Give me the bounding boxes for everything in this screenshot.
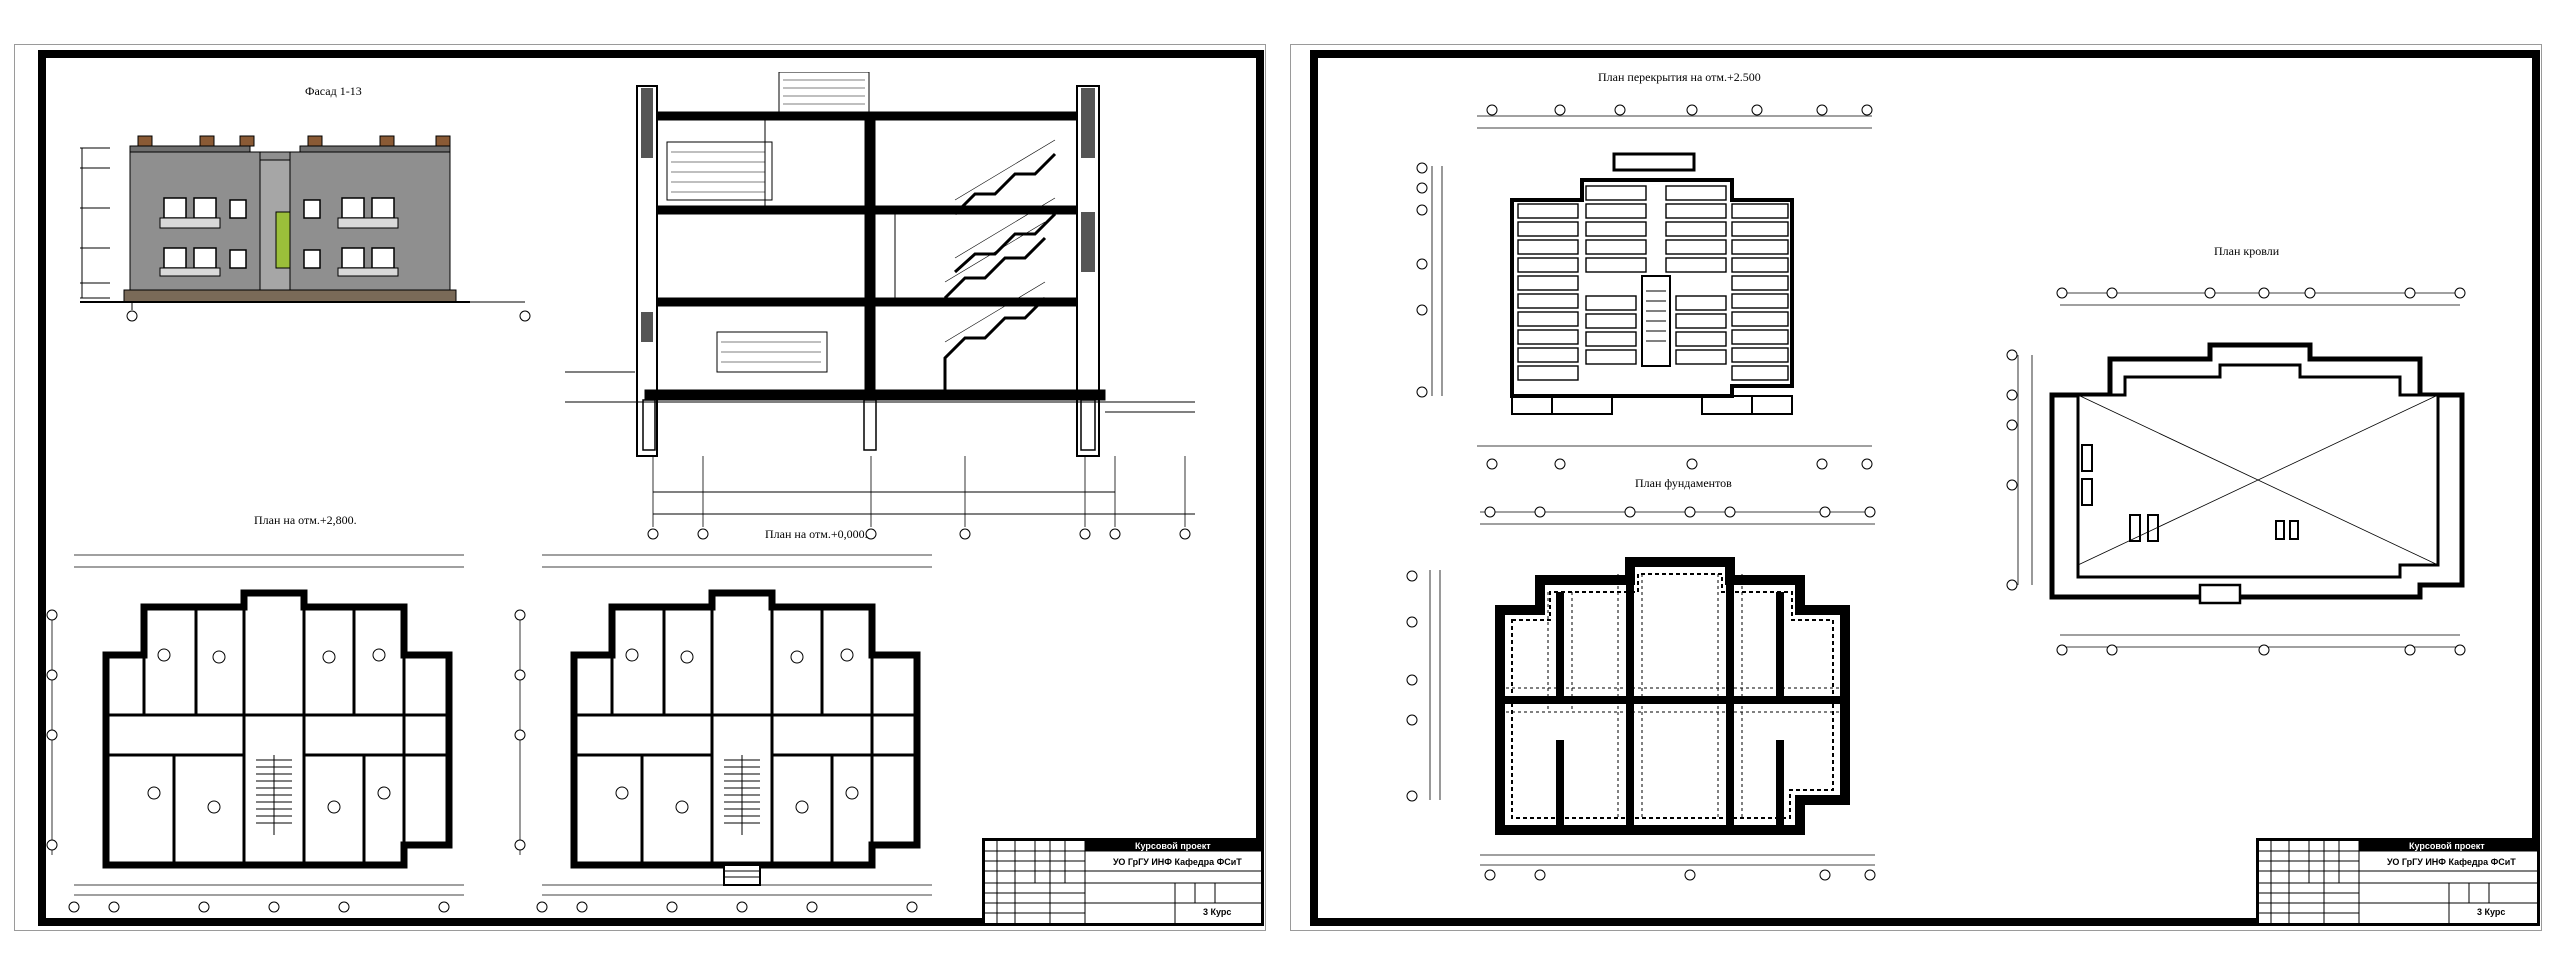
facade-drawing [80, 135, 531, 322]
title-block-header: Курсовой проект [2409, 841, 2485, 851]
plan-0000-title: План на отм.+0,000. [765, 527, 868, 541]
roof-plan-title: План кровли [2214, 244, 2280, 258]
slab-plan-drawing [1416, 104, 1873, 470]
roof-plan-drawing [2006, 287, 2466, 656]
title-block-course: 3 Курс [2477, 907, 2506, 917]
title-block-grid [2259, 841, 2537, 923]
section-drawing [565, 72, 1195, 540]
plan-2800-drawing [46, 554, 464, 913]
foundation-plan-drawing [1406, 506, 1876, 881]
title-block-header: Курсовой проект [1135, 841, 1211, 851]
title-block-sheet-2: Курсовой проект УО ГрГУ ИНФ Кафедра ФСиТ… [2256, 838, 2540, 926]
foundation-plan-title: План фундаментов [1635, 476, 1732, 490]
plan-0000-drawing [514, 554, 932, 913]
title-block-course: 3 Курс [1203, 907, 1232, 917]
title-block-org: УО ГрГУ ИНФ Кафедра ФСиТ [1113, 857, 1242, 867]
title-block-sheet-1: Курсовой проект УО ГрГУ ИНФ Кафедра ФСиТ… [982, 838, 1264, 926]
facade-title: Фасад 1-13 [305, 84, 362, 98]
title-block-org: УО ГрГУ ИНФ Кафедра ФСиТ [2387, 857, 2516, 867]
plan-2800-title: План на отм.+2,800. [254, 513, 357, 527]
title-block-grid [985, 841, 1261, 923]
slab-plan-title: План перекрытия на отм.+2.500 [1598, 70, 1761, 84]
